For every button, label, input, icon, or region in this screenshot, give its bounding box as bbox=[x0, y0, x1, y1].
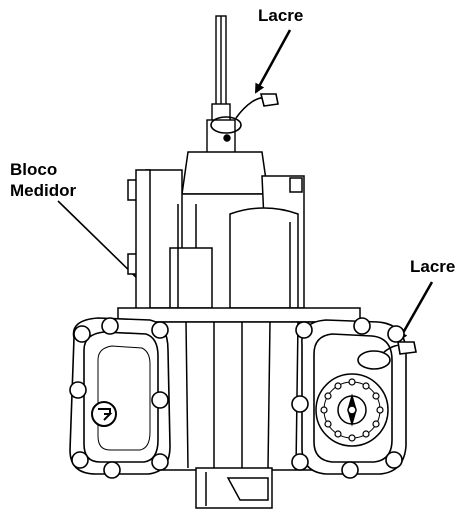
label-seal-right: Lacre bbox=[410, 257, 455, 276]
label-meter-block-line2: Medidor bbox=[10, 181, 76, 200]
seal-wire-top bbox=[210, 93, 279, 134]
label-meter-block-line1: Bloco bbox=[10, 160, 57, 179]
meter-body bbox=[117, 307, 361, 471]
brand-logo-icon bbox=[91, 401, 117, 427]
leader-arrow-seal-right bbox=[397, 281, 434, 342]
meter-shaft bbox=[206, 15, 236, 157]
left-pump-housing bbox=[69, 317, 171, 479]
meter-base bbox=[195, 467, 273, 509]
seal-wire-right bbox=[357, 341, 417, 370]
meter-head bbox=[127, 151, 305, 311]
label-seal-top: Lacre bbox=[258, 6, 303, 25]
leader-arrow-seal-top bbox=[254, 29, 292, 94]
meter-dial bbox=[315, 373, 389, 447]
